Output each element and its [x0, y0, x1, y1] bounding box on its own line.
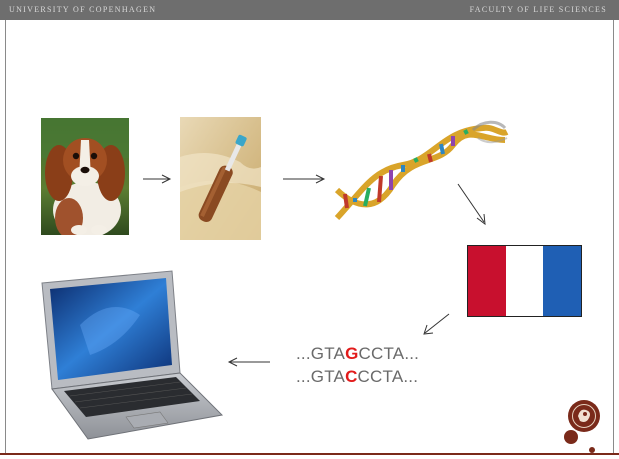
dna-sequence-1: ...GTAGCCTA... [296, 344, 419, 364]
right-border [613, 20, 614, 454]
header-bar: UNIVERSITY OF COPENHAGEN FACULTY OF LIFE… [0, 0, 619, 20]
flag-blue-stripe [543, 246, 581, 316]
university-name: UNIVERSITY OF COPENHAGEN [9, 5, 157, 14]
arrow-down-right-icon [457, 183, 486, 226]
faculty-name: FACULTY OF LIFE SCIENCES [469, 5, 607, 14]
university-seal [564, 400, 600, 453]
arrow-right-icon [143, 174, 172, 184]
sequence-prefix: ...GTA [296, 344, 346, 363]
flag-white-stripe [506, 246, 543, 316]
sequence-variant-base: C [345, 367, 358, 386]
sequence-prefix: ...GTA [296, 367, 346, 386]
footer-line [0, 453, 619, 455]
flag [467, 245, 582, 317]
flag-red-stripe [468, 246, 506, 316]
arrow-down-left-icon [423, 313, 450, 335]
sequence-suffix: CCTA... [357, 367, 419, 386]
sequence-variant-base: G [345, 344, 359, 363]
left-border [5, 20, 6, 454]
dna-sequence-2: ...GTACCCTA... [296, 367, 418, 387]
swab-tube-photo [180, 117, 261, 240]
dna-helix [333, 110, 509, 228]
arrow-left-icon [227, 357, 270, 367]
laptop [30, 265, 224, 443]
dog-photo [41, 118, 129, 235]
arrow-right-icon [283, 174, 326, 184]
sequence-suffix: CCTA... [358, 344, 420, 363]
